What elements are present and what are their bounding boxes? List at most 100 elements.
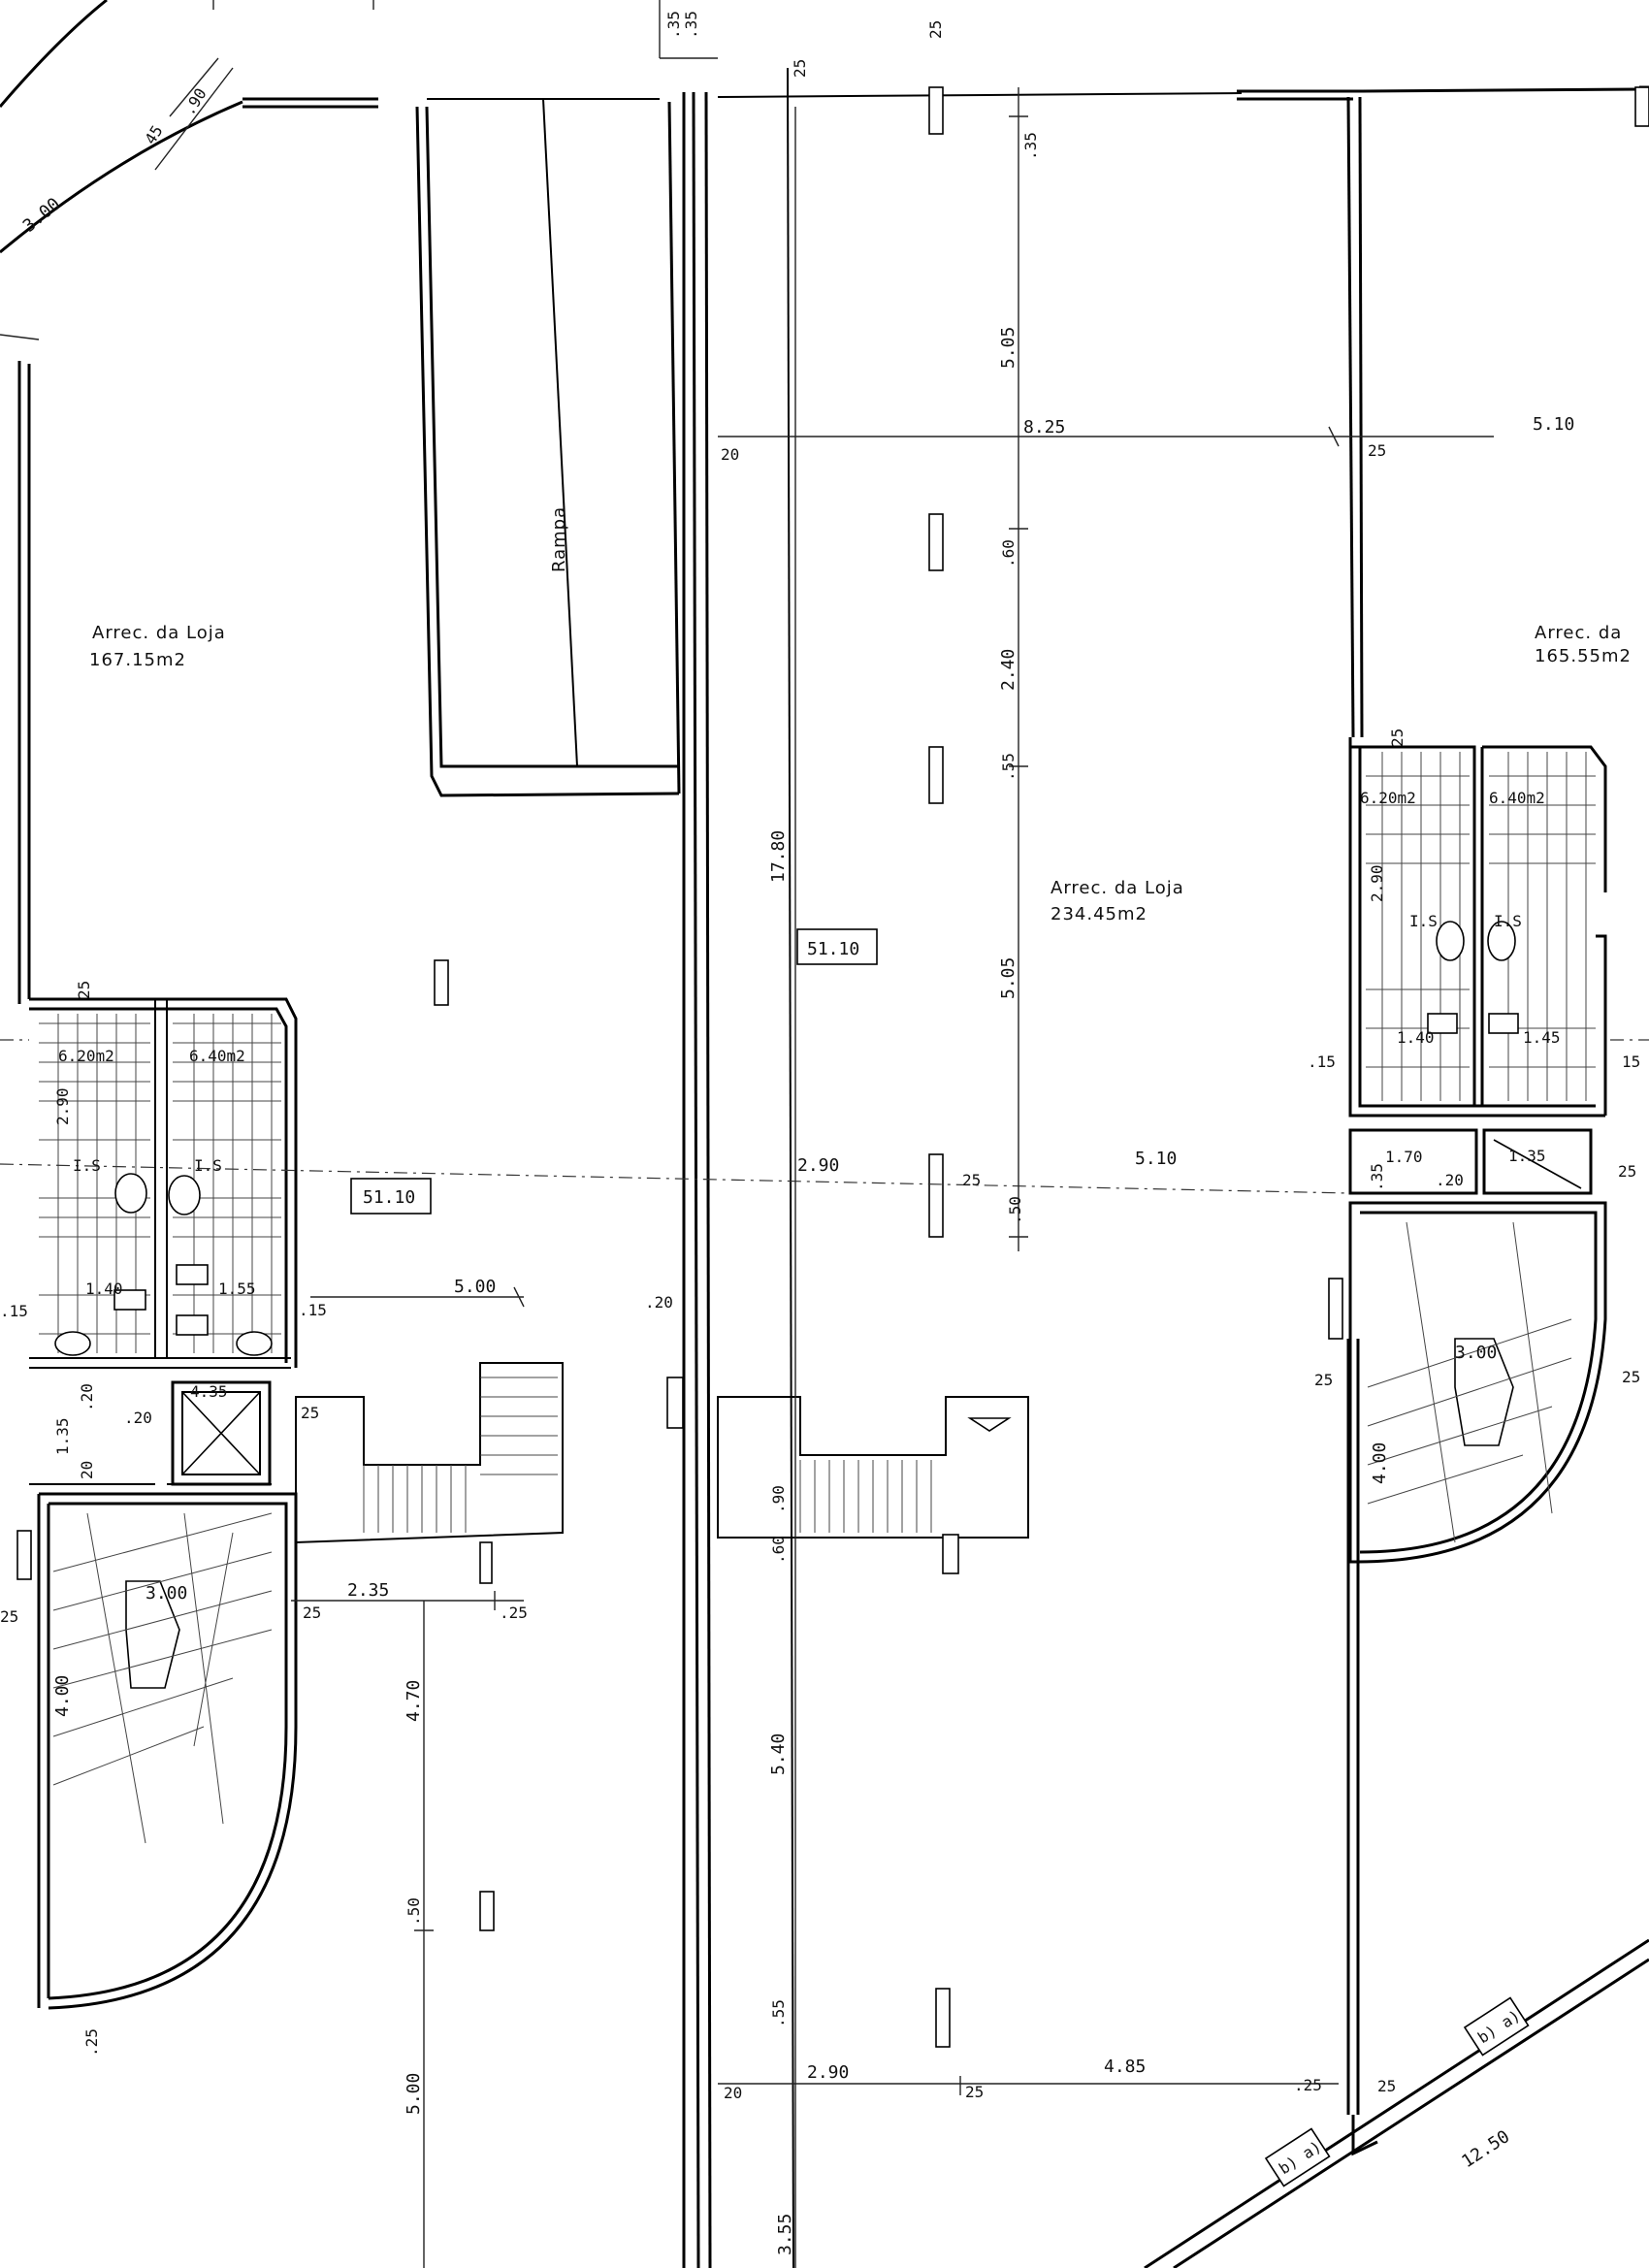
dim-17-80: 17.80 <box>768 830 789 883</box>
left-staircase <box>16 1492 298 2010</box>
toilet-icon <box>1436 921 1465 961</box>
wc-is-1: I.S <box>73 1156 101 1175</box>
dim-3-00-l: 3.00 <box>146 1583 187 1604</box>
dim-25-b: 25 <box>965 2083 984 2101</box>
wc-area-left-a: 6.20m2 <box>58 1047 114 1065</box>
wc-dim-right-140: 1.40 <box>1397 1028 1435 1047</box>
wc-is-2: I.S <box>194 1156 222 1175</box>
sink-icon <box>236 1331 273 1356</box>
dim-5-40: 5.40 <box>768 1733 789 1775</box>
room-labels: Arrec. da Loja 167.15m2 Arrec. da Loja 2… <box>89 506 1632 924</box>
urinal-icon <box>113 1289 146 1311</box>
dim-25-l3: 25 <box>0 1607 18 1626</box>
dim-5-00-h: 5.00 <box>454 1277 496 1297</box>
axis-lines <box>0 1039 1649 1194</box>
dim-35-a: .35 <box>664 11 683 39</box>
dim-1-35-l: 1.35 <box>53 1417 72 1455</box>
dim-25-r2: 25 <box>1388 729 1406 747</box>
urinal-icon <box>176 1314 209 1336</box>
dim-90-c: .90 <box>769 1485 788 1513</box>
sink-icon <box>54 1331 91 1356</box>
dim-45: 45 <box>141 122 166 147</box>
room-area-right: 165.55m2 <box>1535 646 1632 666</box>
dim-35-c: .35 <box>1021 132 1040 160</box>
dim-20-r: .20 <box>1436 1171 1464 1189</box>
dim-1-70: 1.70 <box>1385 1148 1423 1166</box>
dim-25-c: 25 <box>962 1171 981 1189</box>
central-walls <box>682 67 1364 2268</box>
dim-4-00-r: 4.00 <box>1370 1442 1390 1484</box>
dim-12-50: 12.50 <box>1458 2126 1513 2172</box>
dim-90: .90 <box>179 85 210 119</box>
wc-dim-left-155: 1.55 <box>218 1280 256 1298</box>
dim-50-l: .50 <box>404 1897 423 1926</box>
ramp-label: Rampa <box>549 506 569 572</box>
grid-tags: 51.10 51.10 <box>350 928 878 1215</box>
dim-15-l: .15 <box>0 1302 28 1320</box>
toilet-icon <box>1487 921 1516 961</box>
dim-20-l1: .20 <box>78 1383 96 1411</box>
dim-25-l0: 25 <box>75 981 93 999</box>
right-wc-block <box>1348 737 1607 1195</box>
dim-4-35: 4.35 <box>190 1382 228 1401</box>
dim-25-l5: .25 <box>82 2028 101 2057</box>
dim-3-00-r: 3.00 <box>1455 1343 1497 1363</box>
wc-area-right-b: 6.40m2 <box>1489 789 1545 807</box>
wc-dim-right-145: 1.45 <box>1523 1028 1561 1047</box>
dim-20-c: 20 <box>721 445 739 464</box>
dim-1-35-r: 1.35 <box>1508 1147 1546 1165</box>
dimension-lines <box>0 0 1494 2268</box>
urinal-icon <box>1488 1013 1519 1034</box>
dim-25-r4: 25 <box>1314 1371 1333 1389</box>
dim-5-10-c: 5.10 <box>1135 1149 1177 1169</box>
dim-2-35: 2.35 <box>347 1580 389 1601</box>
dim-4-70: 4.70 <box>404 1680 424 1722</box>
dim-4-85: 4.85 <box>1104 2057 1146 2077</box>
wc-is-3: I.S <box>1409 912 1438 930</box>
dim-2-90-r: 2.90 <box>1368 864 1386 902</box>
wc-labels: 6.20m2 6.40m2 6.20m2 6.40m2 I.S I.S I.S … <box>58 789 1561 1298</box>
dim-55: .55 <box>999 753 1018 781</box>
shaft-icon <box>171 1380 272 1486</box>
dim-25-top-a: 25 <box>791 59 809 78</box>
dim-25-r1: 25 <box>1368 441 1386 460</box>
dim-2-90-b: 2.90 <box>807 2062 849 2083</box>
room-area-left: 167.15m2 <box>89 650 186 670</box>
dim-25-br2: 25 <box>1377 2077 1396 2095</box>
dim-5-10-r: 5.10 <box>1533 414 1574 435</box>
wc-dim-left-140: 1.40 <box>85 1280 123 1298</box>
diagonal-facade: b) a) b) a) <box>1144 1938 1649 2268</box>
dim-5-00-v: 5.00 <box>404 2073 424 2115</box>
toilet-icon <box>114 1173 147 1214</box>
dim-4-00-l: 4.00 <box>52 1675 73 1717</box>
dim-20-l2: .20 <box>124 1409 152 1427</box>
dim-25-rr: 25 <box>1622 1368 1640 1386</box>
dim-3-00-top: 3.00 <box>19 194 65 237</box>
dim-2-90-left: 2.90 <box>53 1087 72 1125</box>
left-wc-block <box>29 997 298 1486</box>
urinal-icon <box>1427 1013 1458 1034</box>
dim-25-l4: .25 <box>500 1604 528 1622</box>
dim-25-r3: 25 <box>1618 1162 1636 1181</box>
dim-60-c: .60 <box>769 1536 788 1564</box>
dim-15-r2: 15 <box>1622 1053 1640 1071</box>
dim-15-l2: .15 <box>299 1301 327 1319</box>
dim-60: .60 <box>999 539 1018 567</box>
dim-5-05-a: 5.05 <box>998 327 1018 369</box>
room-name-right: Arrec. da <box>1535 623 1622 643</box>
dim-2-90-c: 2.90 <box>797 1155 839 1176</box>
room-name-center: Arrec. da Loja <box>1051 878 1184 898</box>
dim-5-05-b: 5.05 <box>998 957 1018 999</box>
grid-tag-left: 51.10 <box>363 1187 415 1208</box>
dim-25-l2: 25 <box>303 1604 321 1622</box>
dim-25-br1: .25 <box>1294 2076 1322 2094</box>
dim-25-l1: 25 <box>301 1404 319 1422</box>
columns <box>434 86 1343 2048</box>
dimension-texts: 3.00 45 .90 25 .35 .35 25 .35 5.05 8.25 … <box>0 11 1640 2255</box>
dim-55-b: .55 <box>769 1999 788 2027</box>
dim-20-l3: 20 <box>78 1461 96 1479</box>
dim-2-40: 2.40 <box>998 649 1018 691</box>
dim-25-top-b: 25 <box>926 20 945 39</box>
dim-35-b: .35 <box>682 11 700 39</box>
